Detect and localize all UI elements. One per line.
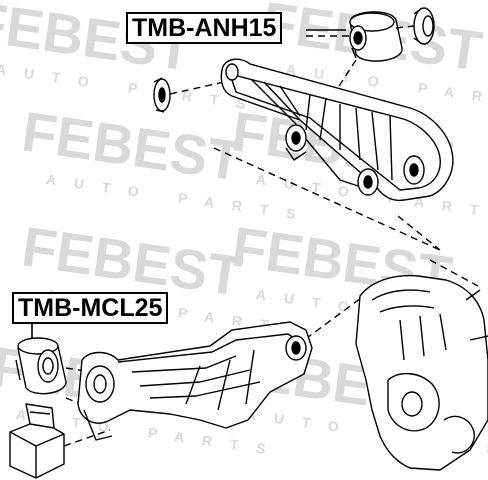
top-washer-drawing (413, 7, 435, 45)
part-label-tmb-mcl25: TMB-MCL25 (12, 292, 169, 324)
part-label-tmb-anh15: TMB-ANH15 (126, 12, 283, 44)
left-washer-drawing (153, 77, 171, 113)
top-bushing-drawing (349, 11, 403, 62)
label-leader-lines (31, 29, 346, 338)
bottom-bracket-drawing (77, 321, 313, 441)
rubber-mount-drawing (9, 403, 65, 479)
top-assembly (153, 7, 479, 287)
top-bracket-drawing (220, 58, 454, 202)
transmission-housing-drawing (355, 274, 488, 471)
bottom-bushing-drawing (15, 337, 67, 395)
bottom-assembly (9, 274, 488, 479)
